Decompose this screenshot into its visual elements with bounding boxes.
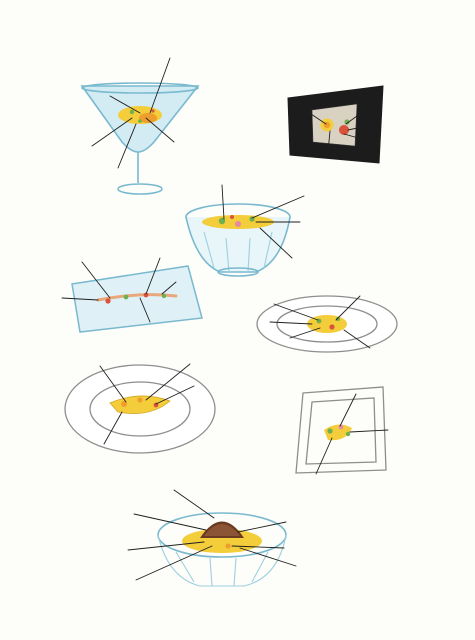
oval-plate-dish bbox=[256, 295, 398, 353]
round-plate-dish bbox=[64, 363, 216, 454]
square-plate-dish bbox=[61, 257, 203, 333]
glass-bowl-dish bbox=[185, 184, 305, 277]
dome-glass-dish bbox=[127, 489, 297, 587]
martini-glass-dish bbox=[80, 57, 200, 195]
slate-plate-dish bbox=[287, 85, 384, 164]
tilted-square-plate-dish bbox=[295, 386, 389, 475]
